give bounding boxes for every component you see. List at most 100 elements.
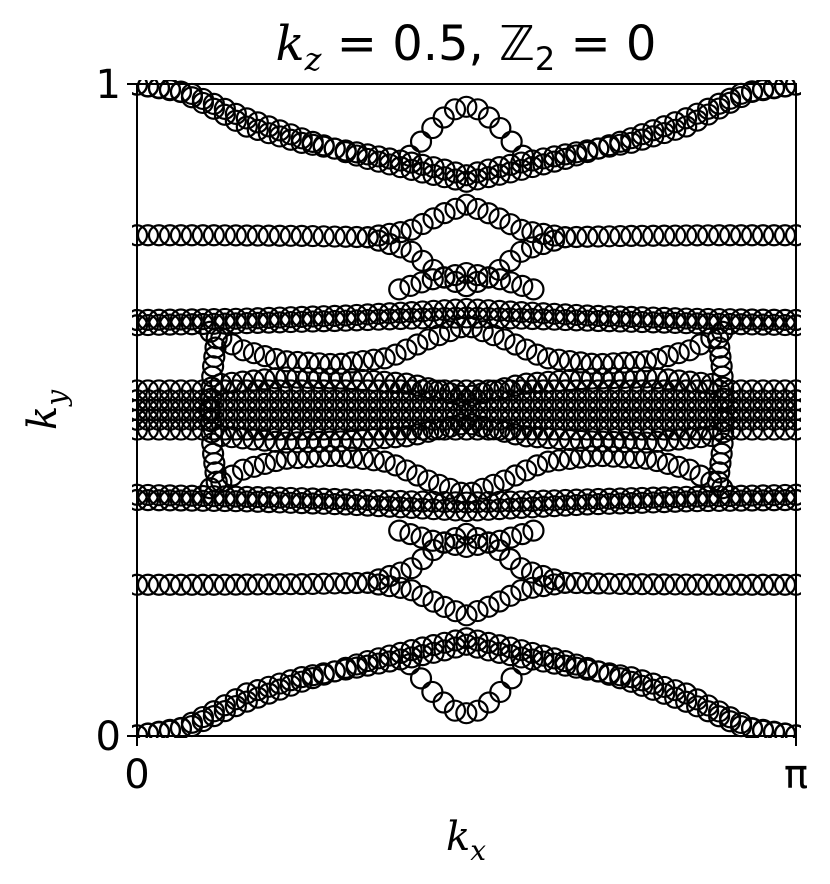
data-point-band-1 xyxy=(400,158,423,181)
data-point-band-24 xyxy=(686,695,709,718)
data-point-band-16 xyxy=(678,370,702,393)
data-point-band-3 xyxy=(268,224,291,247)
data-point-band-6 xyxy=(147,308,171,331)
data-point-band-1 xyxy=(631,123,654,146)
data-point-band-15 xyxy=(455,418,478,441)
data-point-band-4 xyxy=(531,232,555,256)
data-point-band-23 xyxy=(444,600,467,623)
data-point-band-24 xyxy=(543,647,566,670)
data-point-band-8 xyxy=(253,344,276,368)
data-point-band-23 xyxy=(400,579,423,602)
data-point-band-3 xyxy=(708,224,731,247)
data-point-band-1 xyxy=(246,111,269,134)
data-point-band-20 xyxy=(202,485,225,508)
data-point-band-6 xyxy=(554,303,577,326)
data-point-band-16 xyxy=(373,370,396,393)
data-point-band-6 xyxy=(422,299,445,322)
data-point-band-21 xyxy=(522,519,545,542)
data-point-band-18 xyxy=(308,445,331,468)
data-point-band-6 xyxy=(762,308,786,331)
data-point-band-18 xyxy=(580,445,603,468)
data-point-band-26 xyxy=(466,699,489,722)
data-point-band-25 xyxy=(246,679,269,702)
data-point-band-20 xyxy=(762,484,786,507)
data-point-band-1 xyxy=(620,127,643,150)
data-point-band-20 xyxy=(751,484,775,507)
data-point-band-20 xyxy=(521,489,544,513)
data-point-band-1 xyxy=(345,144,368,167)
data-point-band-6 xyxy=(279,306,302,329)
data-point-band-16 xyxy=(460,384,483,407)
data-point-band-25 xyxy=(477,639,500,662)
data-point-band-1 xyxy=(422,163,445,186)
data-point-band-1 xyxy=(433,166,456,189)
data-point-band-25 xyxy=(301,664,324,687)
data-point-band-15 xyxy=(158,418,182,441)
data-point-band-1 xyxy=(301,130,324,153)
data-point-band-19 xyxy=(510,496,533,519)
data-point-band-1 xyxy=(751,80,775,102)
data-point-band-1 xyxy=(653,115,676,138)
data-point-band-19 xyxy=(751,489,775,512)
data-point-band-26 xyxy=(443,699,467,722)
data-point-band-1 xyxy=(257,115,280,138)
data-point-band-8 xyxy=(308,352,331,375)
data-point-band-8 xyxy=(362,348,385,371)
data-point-band-0 xyxy=(543,145,566,168)
data-point-band-4 xyxy=(553,226,577,249)
data-point-band-3 xyxy=(422,207,445,230)
data-point-band-8 xyxy=(221,333,244,356)
data-point-band-19 xyxy=(565,493,588,517)
data-point-band-1 xyxy=(499,161,522,184)
data-point-band-24 xyxy=(697,700,720,723)
data-point-band-23 xyxy=(334,572,357,595)
data-point-band-3 xyxy=(751,224,775,247)
data-point-band-7 xyxy=(147,313,171,336)
data-point-band-18 xyxy=(602,445,625,468)
data-point-band-3 xyxy=(620,224,643,247)
data-point-band-8 xyxy=(417,328,440,351)
data-point-band-17 xyxy=(667,428,691,451)
data-point-band-6 xyxy=(389,301,412,324)
data-point-band-15 xyxy=(620,418,643,441)
data-point-band-20 xyxy=(169,484,193,507)
data-point-band-17 xyxy=(329,430,352,453)
data-point-band-18 xyxy=(667,455,690,478)
data-point-band-17 xyxy=(286,431,309,454)
data-point-band-18 xyxy=(536,450,560,473)
data-point-band-5 xyxy=(410,271,433,294)
data-point-band-22 xyxy=(367,568,390,591)
data-point-band-17 xyxy=(504,423,527,446)
data-point-band-1 xyxy=(147,80,171,100)
data-point-band-25 xyxy=(235,682,258,705)
data-point-band-8 xyxy=(547,348,571,371)
plot-frame xyxy=(136,83,797,737)
data-point-band-16 xyxy=(602,367,625,390)
data-point-band-7 xyxy=(180,313,204,336)
data-point-band-25 xyxy=(762,721,786,738)
data-point-band-23 xyxy=(477,595,500,618)
data-point-band-7 xyxy=(543,308,566,331)
data-point-band-18 xyxy=(373,450,396,473)
data-point-band-20 xyxy=(642,486,665,509)
data-point-band-18 xyxy=(526,454,549,477)
data-point-band-15 xyxy=(345,418,368,441)
data-point-band-20 xyxy=(246,486,269,509)
data-point-band-3 xyxy=(345,225,368,249)
data-point-band-3 xyxy=(686,224,709,247)
data-point-band-4 xyxy=(356,226,379,249)
data-point-band-16 xyxy=(569,368,592,391)
data-point-band-7 xyxy=(554,308,577,332)
data-point-band-19 xyxy=(301,492,324,515)
data-point-band-16 xyxy=(471,382,494,405)
data-point-band-7 xyxy=(356,308,379,332)
data-point-band-6 xyxy=(587,304,610,327)
data-point-band-20 xyxy=(433,490,456,514)
data-point-band-8 xyxy=(330,352,353,375)
data-point-band-3 xyxy=(598,225,621,248)
data-point-band-18 xyxy=(656,452,679,476)
data-point-band-6 xyxy=(521,301,544,324)
data-point-band-3 xyxy=(323,225,346,248)
data-point-band-20 xyxy=(400,490,423,513)
data-point-band-23 xyxy=(268,573,291,596)
